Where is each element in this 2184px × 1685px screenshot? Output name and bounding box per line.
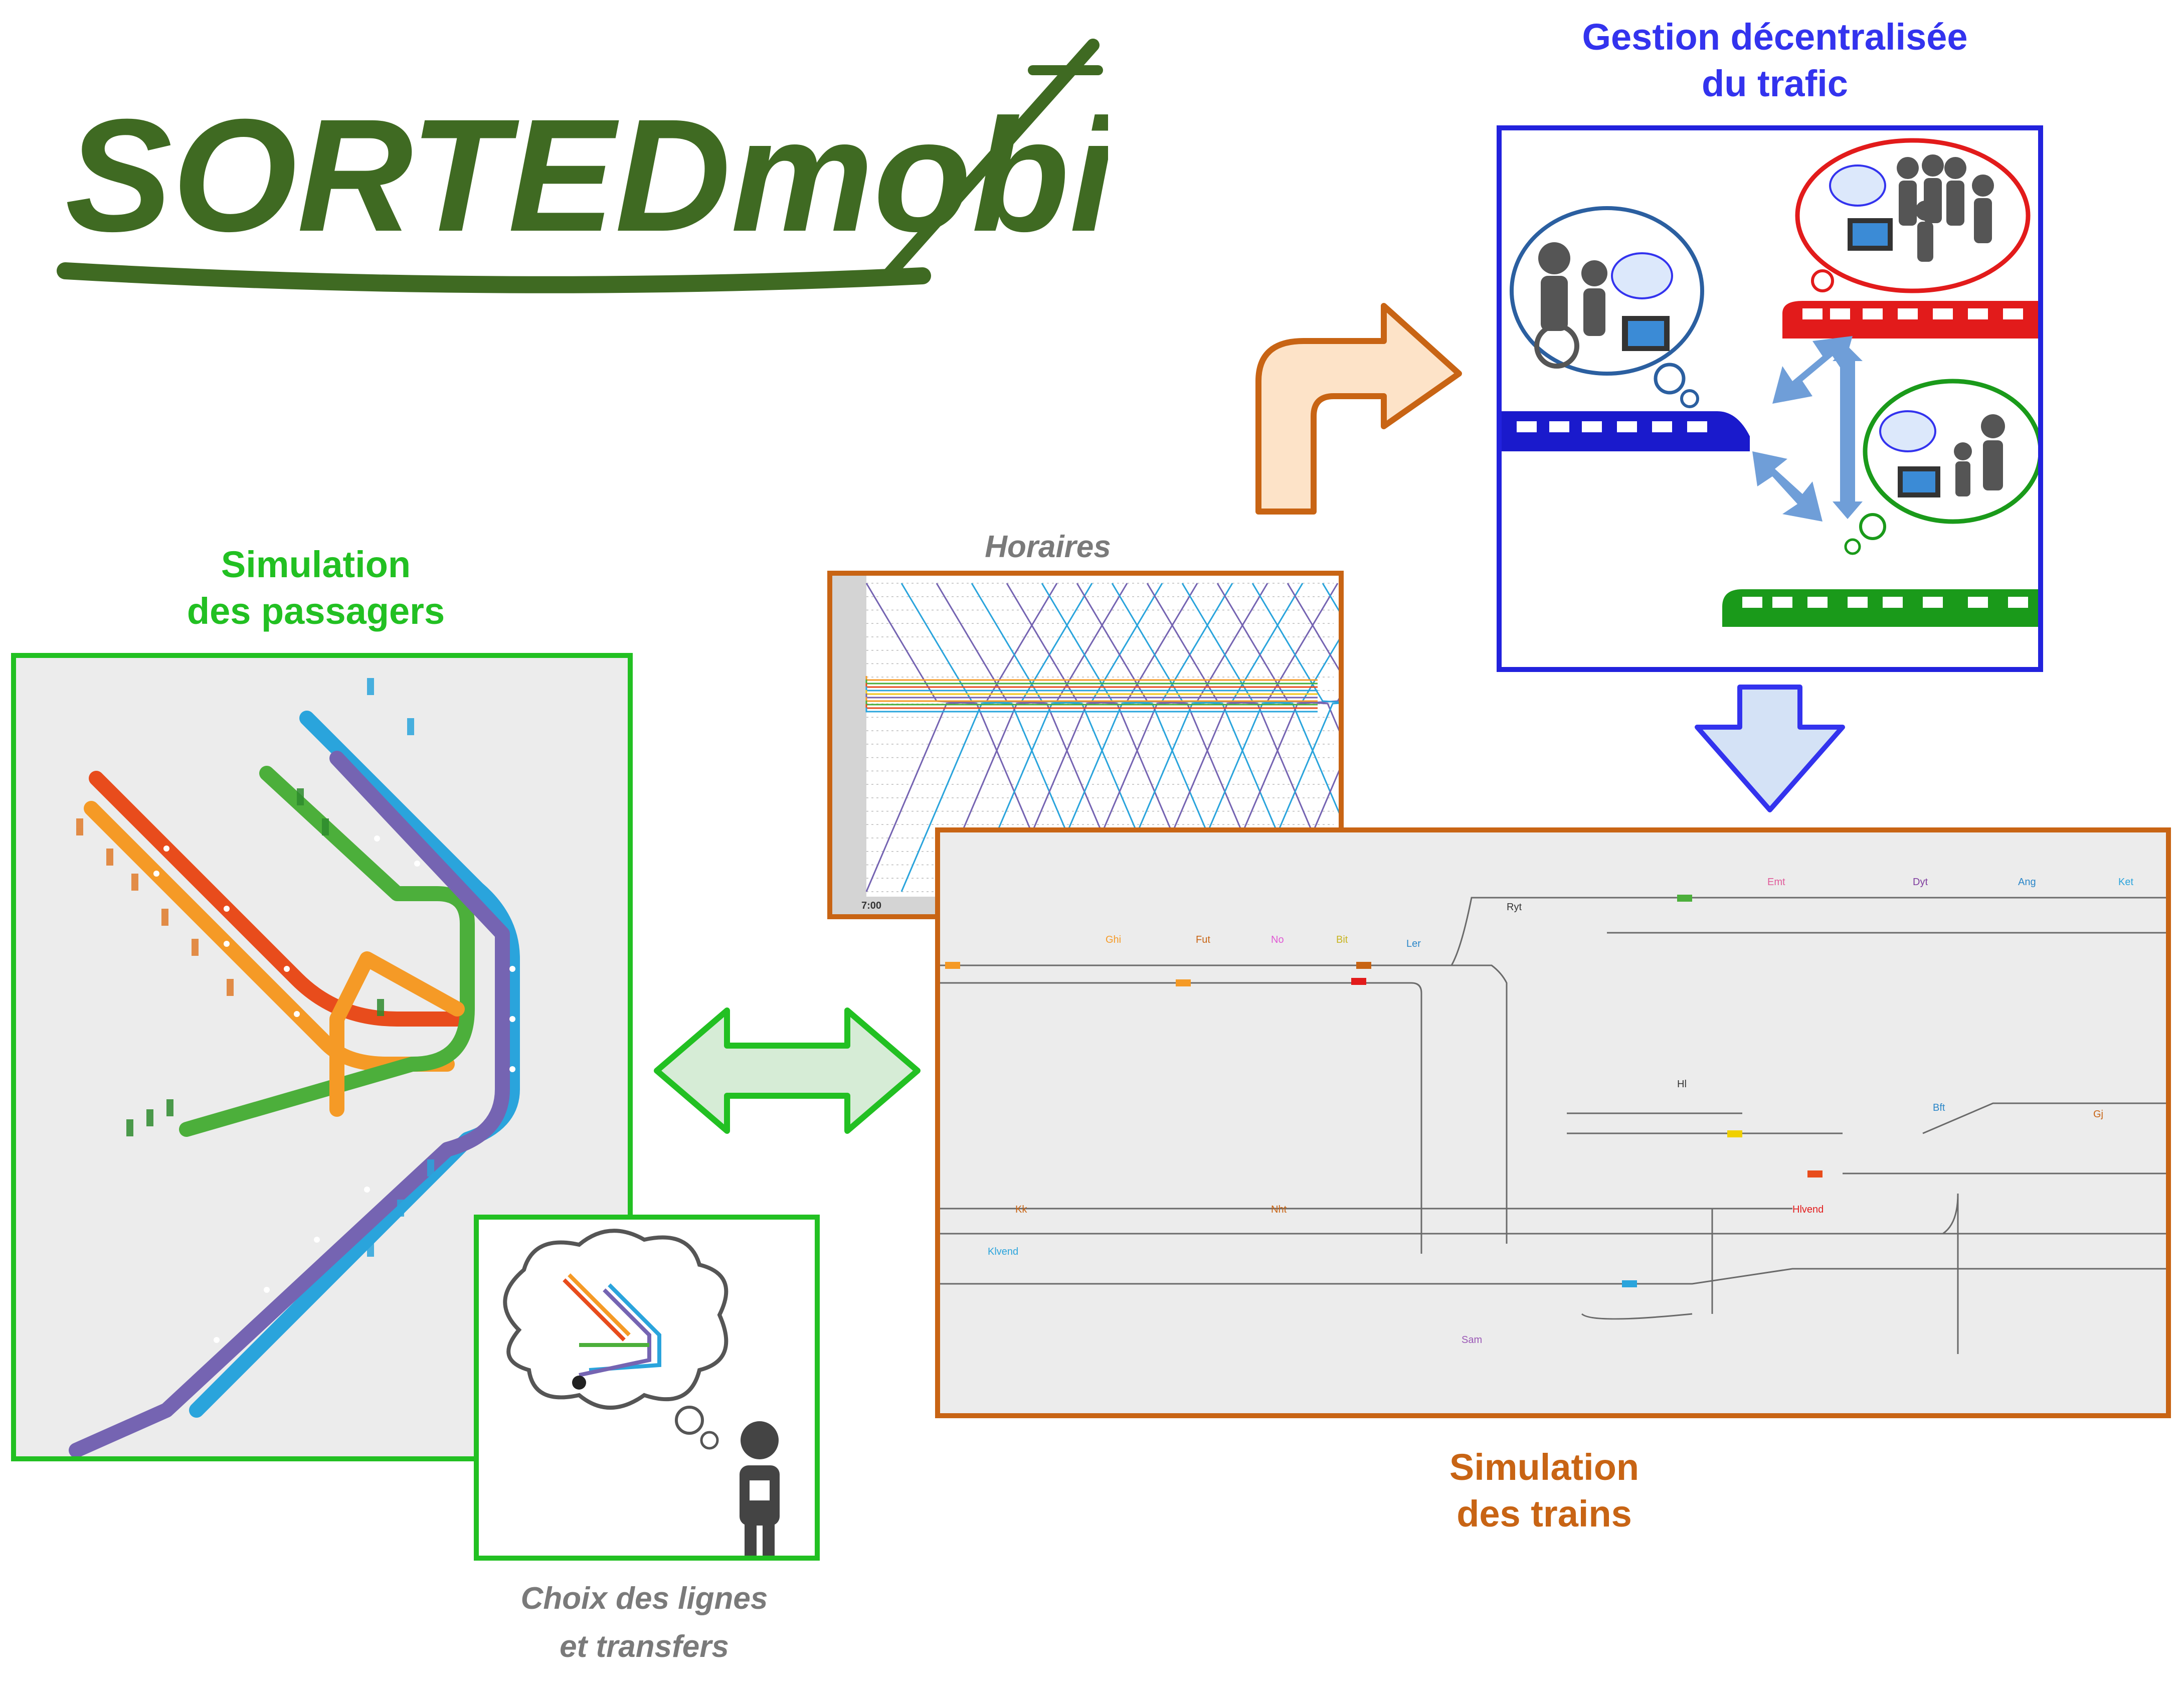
- svg-text:Gj: Gj: [2093, 1109, 2103, 1120]
- timetable-band-line: [865, 687, 1318, 692]
- train-sim-line2: des trains: [1457, 1492, 1632, 1535]
- traffic-management-line2: du trafic: [1702, 62, 1848, 104]
- line-choice-title: Choix des lignes et transfers: [451, 1575, 837, 1671]
- metro-line-orange: [84, 801, 455, 1072]
- red-train: [1782, 301, 2038, 339]
- traffic-management-title: Gestion décentralisée du trafic: [1524, 14, 2026, 107]
- timetables-title: Horaires: [985, 530, 1111, 564]
- timetable-band-line: [865, 690, 1318, 695]
- passenger-sim-title: Simulation des passagers: [115, 542, 516, 634]
- train-sim-title: Simulation des trains: [1344, 1444, 1745, 1537]
- thought-cloud: [503, 1229, 729, 1450]
- line-choice-panel: [474, 1215, 820, 1561]
- thought-bubble-blue: [1510, 206, 1704, 408]
- timetable-train-path: [1216, 698, 1339, 892]
- timetable-train-path: [865, 583, 1058, 892]
- timetable-train-path: [1041, 583, 1233, 892]
- person-reading-icon: [740, 1421, 780, 1556]
- train-sim-line1: Simulation: [1449, 1446, 1640, 1488]
- timetable-train-path: [1251, 702, 1339, 892]
- metro-line-orange-branch: [329, 951, 465, 1117]
- svg-text:Ler: Ler: [1406, 938, 1421, 949]
- timetable-band-line: [865, 676, 1318, 681]
- svg-text:Hlvend: Hlvend: [1792, 1204, 1824, 1215]
- timetable-band-line: [865, 708, 1318, 713]
- timetable-band-line: [865, 697, 1318, 702]
- svg-text:Fut: Fut: [1196, 934, 1210, 945]
- svg-text:Bft: Bft: [1933, 1102, 1945, 1113]
- timetable-train-path: [1076, 583, 1268, 892]
- timetable-band-line: [865, 694, 1318, 699]
- timetable-x-tick: 7:00: [861, 900, 881, 911]
- timetable-train-path: [1287, 770, 1339, 892]
- timetable-band-line: [865, 701, 1318, 706]
- svg-text:No: No: [1271, 934, 1284, 945]
- svg-text:Sam: Sam: [1462, 1334, 1482, 1345]
- timetable-train-path: [936, 583, 1128, 892]
- green-double-arrow: [652, 1005, 923, 1136]
- line-choice-line1: Choix des lignes: [520, 1581, 768, 1616]
- timetable-train-path: [971, 583, 1163, 892]
- sortedmobility-logo: SORTEDmobility: [55, 35, 1108, 316]
- timetable-train-path: [1251, 583, 1339, 703]
- svg-text:Bit: Bit: [1336, 934, 1348, 945]
- svg-text:Ghi: Ghi: [1106, 934, 1121, 945]
- train-markers: [945, 895, 1823, 1287]
- train-sim-panel: Ryt Emt Dyt Ang Ket Ghi Fut No Bit Ler H…: [935, 827, 2171, 1418]
- svg-text:Emt: Emt: [1767, 877, 1785, 888]
- svg-text:Klvend: Klvend: [988, 1246, 1018, 1257]
- svg-text:Dyt: Dyt: [1913, 877, 1928, 888]
- metro-line-green: [179, 766, 475, 1137]
- line-choice-line2: et transfers: [560, 1629, 729, 1664]
- track-network: [940, 897, 2166, 1354]
- svg-text:Kk: Kk: [1015, 1204, 1027, 1215]
- timetable-train-path: [900, 583, 1093, 892]
- svg-text:Nht: Nht: [1271, 1204, 1287, 1215]
- metro-line-purple: [69, 751, 510, 1456]
- timetable-train-path: [1006, 583, 1198, 892]
- passenger-sim-line2: des passagers: [187, 590, 445, 632]
- timetable-band-line: [865, 704, 1318, 709]
- green-train: [1722, 589, 2038, 627]
- timetable-band-line: [865, 683, 1318, 688]
- timetable-train-path: [1111, 583, 1304, 892]
- svg-text:Ryt: Ryt: [1507, 902, 1522, 913]
- passenger-sim-line1: Simulation: [221, 544, 411, 585]
- orange-bent-arrow: [1248, 296, 1474, 517]
- thought-bubble-green: [1844, 379, 2038, 555]
- blue-train: [1502, 411, 1750, 451]
- svg-text:Hl: Hl: [1677, 1079, 1687, 1090]
- logo-text: SORTEDmobility: [65, 85, 1108, 266]
- svg-text:Ang: Ang: [2018, 877, 2036, 888]
- communication-arrows: [1752, 336, 1863, 522]
- timetable-train-path: [1181, 639, 1339, 892]
- timetable-band-line: [865, 680, 1318, 685]
- svg-text:Ket: Ket: [2118, 877, 2133, 888]
- blue-down-arrow: [1690, 682, 1850, 817]
- timetable-train-path: [1146, 583, 1339, 892]
- traffic-management-line1: Gestion décentralisée: [1582, 16, 1968, 58]
- thought-bubble-red: [1795, 138, 2031, 293]
- timetable-train-path: [1287, 583, 1339, 671]
- traffic-management-panel: [1497, 125, 2043, 672]
